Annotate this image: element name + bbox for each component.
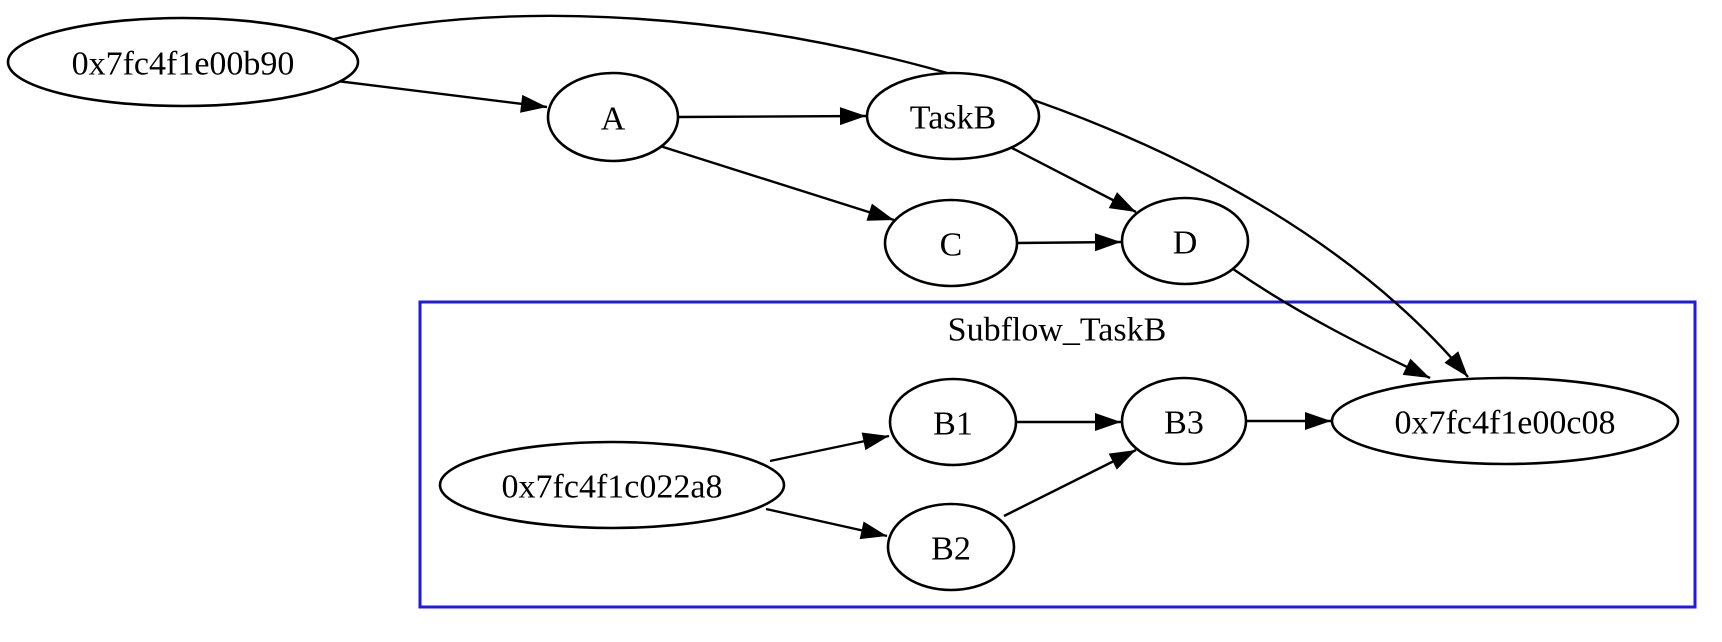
edge-C-to-D [1016, 233, 1122, 252]
edge-b90-to-A [336, 79, 548, 113]
edge-a8-to-B1 [769, 432, 890, 463]
node-label-D: D [1173, 225, 1198, 262]
edge-TaskB-to-D [1011, 146, 1137, 214]
node-B3 [1120, 376, 1248, 466]
node-A [546, 71, 680, 163]
node-C [883, 198, 1019, 288]
edge-A-to-C [659, 144, 895, 222]
node-label-B3: B3 [1164, 405, 1204, 442]
node-label-0x7fc4f1e00b90: 0x7fc4f1e00b90 [72, 46, 295, 83]
node-D [1120, 196, 1250, 286]
edge-a8-to-B2 [765, 507, 888, 540]
node-TaskB [865, 71, 1041, 161]
edge-b90-to-c08 [329, 14, 1469, 378]
node-label-0x7fc4f1e00c08: 0x7fc4f1e00c08 [1395, 405, 1616, 442]
node-label-C: C [940, 227, 963, 264]
node-0x7fc4f1c022a8 [438, 440, 786, 530]
node-0x7fc4f1e00c08 [1330, 376, 1680, 466]
edge-A-to-TaskB [678, 107, 867, 126]
node-B1 [888, 377, 1018, 467]
edge-B2-to-B3 [1003, 448, 1137, 518]
node-label-0x7fc4f1c022a8: 0x7fc4f1c022a8 [502, 469, 723, 506]
edge-D-to-c08 [1232, 268, 1431, 380]
node-B2 [886, 502, 1016, 592]
node-label-TaskB: TaskB [910, 100, 996, 137]
node-label-A: A [601, 101, 626, 138]
node-0x7fc4f1e00b90 [6, 16, 360, 108]
cluster-subflow-box [418, 300, 1697, 609]
cluster-label: Subflow_TaskB [948, 312, 1167, 349]
node-label-B2: B2 [931, 531, 971, 568]
node-label-B1: B1 [933, 406, 973, 443]
